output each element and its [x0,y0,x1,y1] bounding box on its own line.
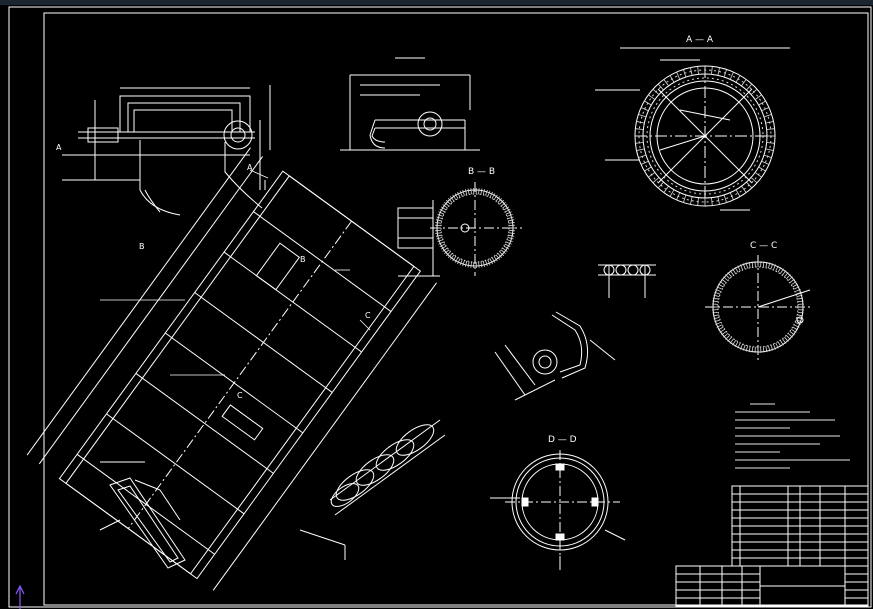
ucs-axis-icon [15,584,25,609]
coil-detail-small [598,264,656,298]
section-label-dd: D — D [548,435,577,445]
section-label-aa: A — A [686,35,714,45]
callout-a-left: A [56,143,62,152]
callout-b-left: B [139,242,145,251]
callout-b-right: B [300,255,306,264]
window-top-strip [0,0,873,5]
main-elbow-assembly [62,85,271,216]
section-cc-view [705,255,812,360]
dimension-lines [100,169,371,376]
heating-coil-bundle [264,180,446,560]
section-dd-view [490,450,626,570]
section-bb-view [397,182,522,277]
bent-pipe-detail [494,311,616,401]
section-aa-ring [595,47,790,211]
callout-a-right: A [247,163,253,172]
title-block [675,565,869,607]
section-bb-teeth [435,188,515,268]
parts-list-table [731,485,869,567]
outer-frame [8,6,872,608]
section-label-cc: C — C [750,241,778,251]
callout-c-left: C [237,391,243,400]
inclined-duct-body [26,147,437,591]
section-aa-teeth [635,66,775,206]
section-label-bb: B — B [468,167,496,177]
top-pipe-detail [340,57,480,151]
inner-frame [43,12,869,606]
section-cc-teeth [712,261,804,353]
technical-notes [735,403,850,469]
callout-c-right: C [365,311,371,320]
detail-bracket-view [99,461,186,569]
